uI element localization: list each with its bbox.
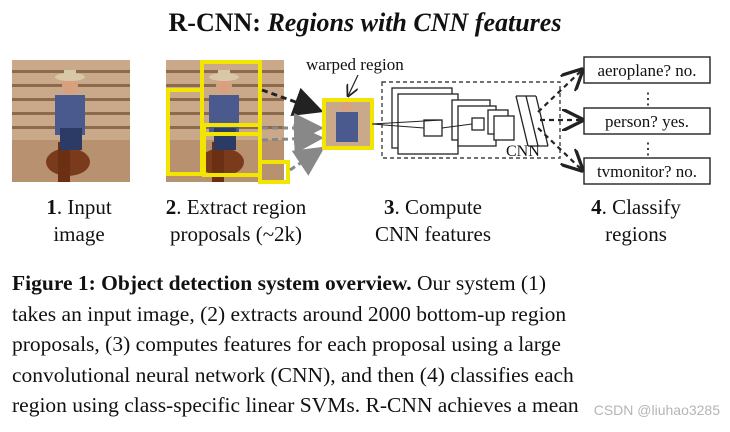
- stage-number: 4: [591, 195, 602, 219]
- proposal-arrows: [261, 87, 325, 176]
- warped-region-label: warped region: [306, 55, 404, 74]
- class-box-tvmonitor: tvmonitor? no.: [583, 157, 711, 185]
- class-label-tvmonitor: tvmonitor? no.: [597, 162, 697, 181]
- title-subtitle: Regions with CNN features: [267, 8, 562, 37]
- proposal-box: [202, 123, 262, 177]
- stage-1-label: 1. Input image: [46, 195, 112, 246]
- classification-arrows: [537, 70, 582, 170]
- input-image: [12, 60, 130, 182]
- class-label-aeroplane: aeroplane? no.: [597, 61, 696, 80]
- watermark: CSDN @liuhao3285: [593, 402, 720, 418]
- warped-region-image: [322, 98, 374, 150]
- caption-label: Figure 1: Object detection system overvi…: [12, 271, 412, 295]
- caption-line-5: region using class-specific linear SVMs.…: [12, 393, 579, 417]
- caption-line-3: proposals, (3) computes features for eac…: [12, 332, 561, 356]
- caption-line-4: convolutional neural network (CNN), and …: [12, 362, 574, 387]
- figure-caption: Figure 1: Object detection system overvi…: [12, 268, 724, 421]
- caption-line-1: Our system (1): [411, 271, 546, 295]
- stage-number: 2: [165, 195, 177, 219]
- class-box-aeroplane: aeroplane? no.: [583, 56, 711, 84]
- region-proposals: [166, 60, 290, 184]
- class-label-person: person? yes.: [605, 112, 689, 131]
- dots-2: ⋮: [640, 141, 656, 158]
- cnn-box: [381, 81, 561, 159]
- title-main: R-CNN:: [168, 8, 268, 37]
- stage-4-label: 4. Classify regions: [591, 195, 681, 246]
- stage-number: 1: [46, 195, 57, 219]
- stage-2-label: 2. Extract region proposals (~2k): [165, 195, 307, 246]
- class-box-person: person? yes.: [583, 107, 711, 135]
- figure-title: R-CNN: Regions with CNN features: [0, 8, 730, 38]
- caption-line-2: takes an input image, (2) extracts aroun…: [12, 301, 567, 326]
- stage-3-label: 3. Compute CNN features: [374, 195, 492, 246]
- cnn-label: CNN: [506, 143, 540, 160]
- dots-1: ⋮: [640, 91, 656, 108]
- stage-number: 3: [384, 195, 395, 219]
- rcnn-pipeline-diagram: warped region CNN a: [12, 55, 711, 185]
- proposal-box: [258, 160, 290, 184]
- cnn-layers: [391, 87, 515, 155]
